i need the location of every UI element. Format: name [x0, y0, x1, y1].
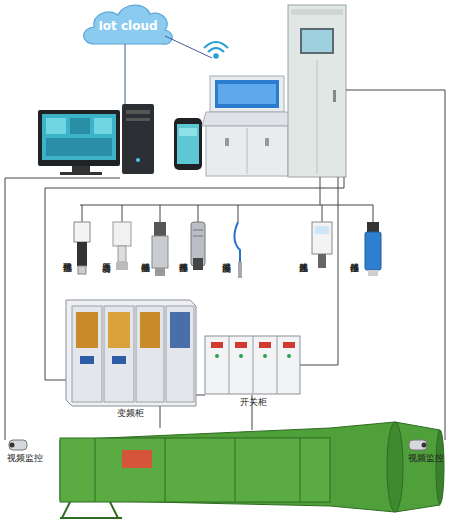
switch-cabinet — [205, 336, 300, 394]
control-cabinet — [288, 5, 346, 177]
phone — [174, 118, 202, 170]
sensor-label: 甲烷传感器 — [61, 224, 73, 288]
vfd-cabinet — [66, 300, 196, 406]
sensor-label: 振动传感器 — [139, 224, 151, 288]
node-text: Iot cloud — [98, 19, 157, 33]
sensor-label: 风速传感器 — [297, 224, 309, 288]
computer — [38, 104, 154, 175]
node-text: 视频监控 — [7, 453, 43, 465]
sensor-device — [74, 222, 381, 278]
cloud-shape — [84, 5, 173, 44]
sensor-label: 压力变送器 — [100, 224, 112, 288]
signal-wire — [5, 90, 445, 440]
sensor-label: 位移传感器 — [348, 224, 360, 288]
camera-label: 视频监控 — [0, 452, 50, 466]
sensor-label: 噪声传感器 — [177, 224, 189, 288]
cabinet-label: 开关柜 — [224, 396, 282, 410]
cabinet-label: 变频柜 — [100, 407, 160, 421]
network-line — [125, 44, 126, 108]
wifi-symbol — [204, 42, 228, 58]
node-text: 开关柜 — [240, 397, 267, 409]
node-text: 视频监控 — [408, 453, 444, 465]
control-console — [202, 76, 292, 176]
node-text: 变频柜 — [117, 408, 144, 420]
sensor-label: 温度传感器 — [220, 224, 232, 288]
camera-label: 视频监控 — [402, 452, 450, 466]
camera-icon — [9, 440, 427, 450]
axial-fan — [60, 422, 444, 518]
cloud-node: Iot cloud — [88, 14, 168, 38]
